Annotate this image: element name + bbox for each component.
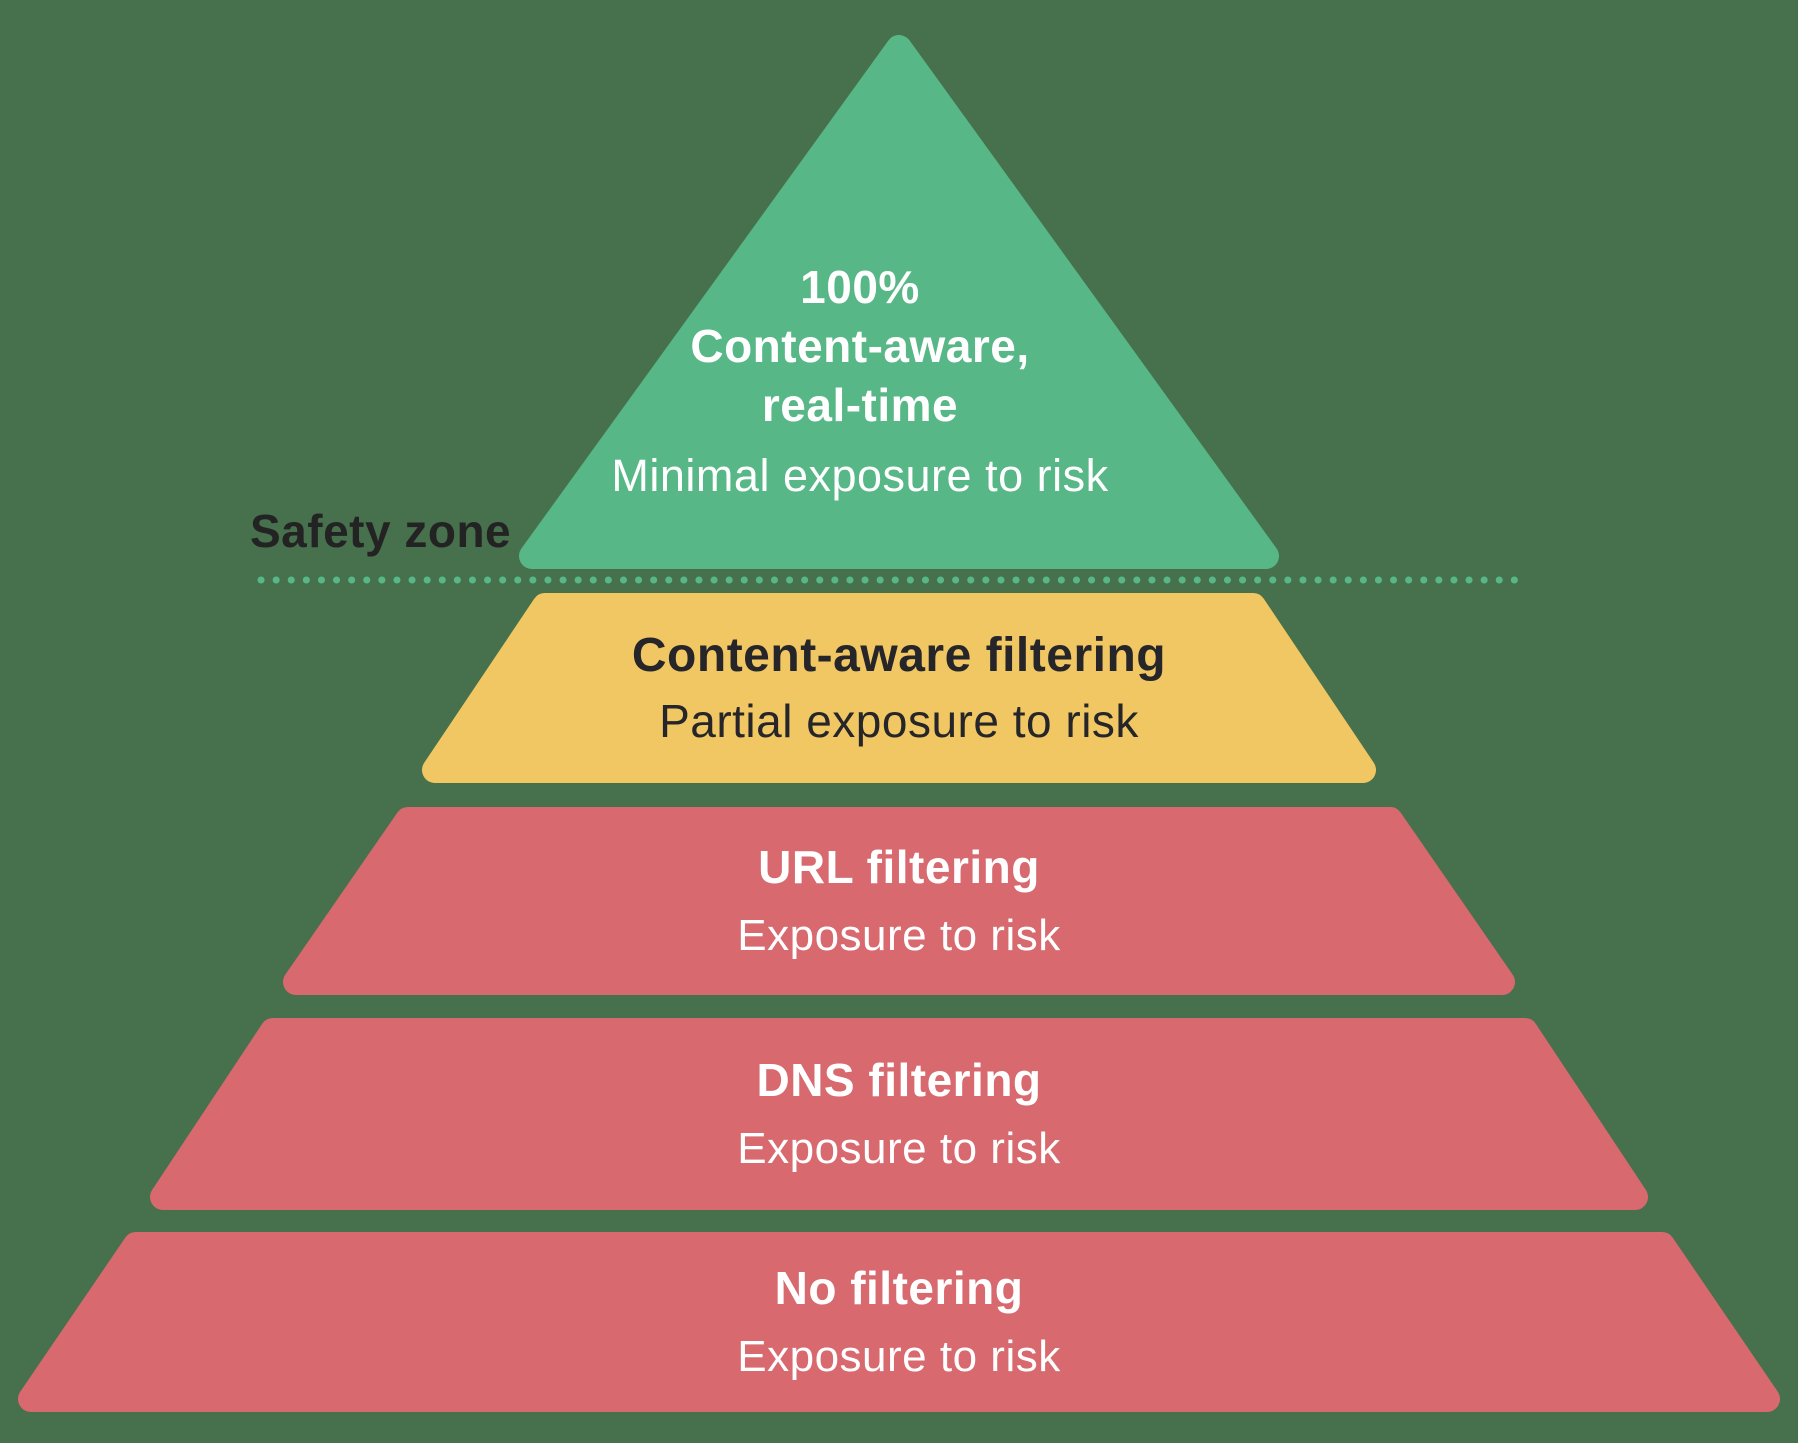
pyramid-level-shape-url-filtering (283, 807, 1515, 995)
pyramid-level-shape-content-aware-real-time (519, 35, 1279, 569)
pyramid-level-shape-content-aware-filtering (422, 593, 1376, 783)
pyramid-level-shape-no-filtering (18, 1232, 1780, 1412)
safety-zone-label: Safety zone (250, 505, 512, 557)
pyramid-level-shape-dns-filtering (150, 1018, 1648, 1210)
